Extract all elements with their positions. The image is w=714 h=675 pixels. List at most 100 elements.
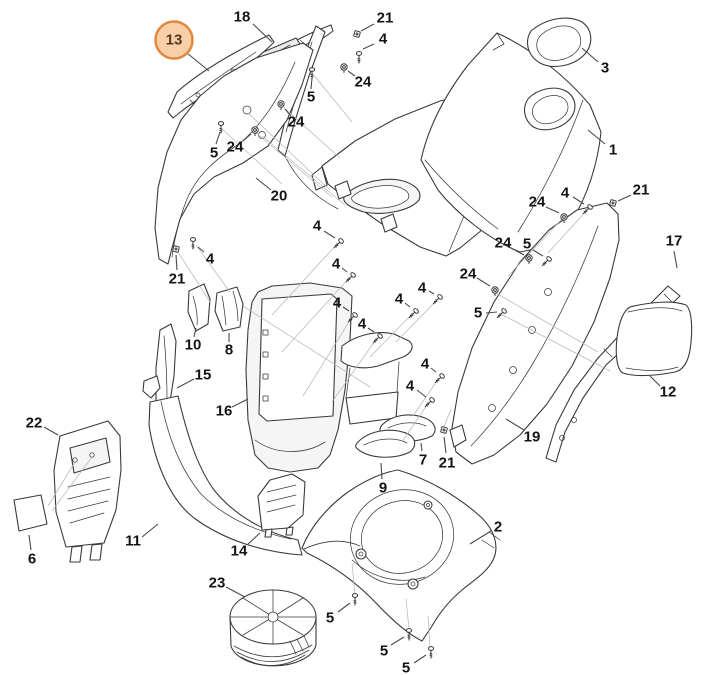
callout-21[interactable]: 21 bbox=[169, 271, 186, 288]
leader-line bbox=[505, 418, 525, 431]
leader-line bbox=[175, 254, 178, 271]
callout-24[interactable]: 24 bbox=[227, 139, 244, 156]
screw-shaft bbox=[496, 312, 503, 319]
screw-thread bbox=[336, 243, 339, 247]
callout-5[interactable]: 5 bbox=[307, 89, 315, 106]
callout-12[interactable]: 12 bbox=[660, 384, 677, 401]
callout-5[interactable]: 5 bbox=[380, 643, 388, 660]
callout-4[interactable]: 4 bbox=[561, 185, 570, 202]
callout-1[interactable]: 1 bbox=[609, 142, 617, 159]
screw-thread bbox=[219, 128, 223, 130]
part-6-plate-drawing bbox=[13, 494, 48, 532]
construction-line bbox=[242, 305, 371, 388]
screw-shaft bbox=[347, 316, 354, 323]
nut-icon bbox=[277, 100, 285, 110]
callout-14[interactable]: 14 bbox=[231, 543, 248, 560]
screw-shaft bbox=[432, 298, 439, 305]
leader-line bbox=[485, 311, 498, 314]
leader-line bbox=[380, 462, 383, 480]
screw-icon bbox=[189, 237, 197, 250]
callout-4[interactable]: 4 bbox=[206, 251, 215, 268]
leader-line bbox=[225, 586, 246, 598]
callout-5[interactable]: 5 bbox=[326, 610, 334, 627]
callout-22[interactable]: 22 bbox=[26, 415, 43, 432]
screw-icon bbox=[582, 204, 593, 215]
screw-icon bbox=[541, 256, 552, 267]
screw-thread bbox=[407, 635, 411, 637]
highlighted-callout-13[interactable]: 13 bbox=[166, 32, 183, 49]
construction-line bbox=[401, 401, 430, 443]
leader-line bbox=[430, 367, 437, 373]
screw-head bbox=[377, 333, 383, 339]
callout-10[interactable]: 10 bbox=[185, 337, 202, 354]
callout-5[interactable]: 5 bbox=[210, 145, 218, 162]
construction-line bbox=[405, 598, 410, 630]
callout-19[interactable]: 19 bbox=[524, 429, 541, 446]
part-2-fender-drawing bbox=[301, 469, 501, 642]
callout-2[interactable]: 2 bbox=[494, 519, 502, 536]
leader-line bbox=[186, 52, 210, 72]
screw-shaft bbox=[582, 208, 589, 215]
part-1-hood-top-drawing bbox=[420, 32, 602, 253]
callout-5[interactable]: 5 bbox=[523, 236, 531, 253]
callout-24[interactable]: 24 bbox=[288, 114, 305, 131]
callout-15[interactable]: 15 bbox=[195, 367, 212, 384]
screw-head bbox=[308, 67, 316, 72]
part-14-louver-plate-drawing bbox=[257, 473, 306, 538]
highlight-circle[interactable] bbox=[154, 20, 194, 60]
construction-line bbox=[281, 276, 351, 353]
callout-24[interactable]: 24 bbox=[355, 74, 372, 91]
screw-thread bbox=[407, 637, 411, 639]
part-11-bumper-drawing bbox=[142, 375, 303, 556]
nut-hole bbox=[253, 128, 257, 132]
leader-line bbox=[362, 43, 375, 50]
callout-24[interactable]: 24 bbox=[495, 235, 512, 252]
nut-hole bbox=[279, 102, 283, 106]
console-dash-drawing bbox=[340, 332, 413, 425]
screw-thread bbox=[585, 209, 588, 213]
screw-thread bbox=[310, 74, 314, 76]
callout-18[interactable]: 18 bbox=[234, 9, 251, 26]
callout-4[interactable]: 4 bbox=[395, 291, 404, 308]
callout-7[interactable]: 7 bbox=[419, 452, 427, 469]
callout-20[interactable]: 20 bbox=[271, 188, 288, 205]
callout-21[interactable]: 21 bbox=[633, 182, 650, 199]
leader-line bbox=[252, 23, 273, 43]
construction-line bbox=[261, 135, 346, 206]
construction-line bbox=[177, 251, 211, 303]
screw-thread bbox=[375, 338, 378, 342]
nut-icon bbox=[560, 213, 568, 223]
callout-21[interactable]: 21 bbox=[377, 10, 394, 27]
callout-8[interactable]: 8 bbox=[225, 342, 233, 359]
callout-3[interactable]: 3 bbox=[601, 60, 609, 77]
callout-4[interactable]: 4 bbox=[313, 218, 322, 235]
part-8-lens-drawing bbox=[214, 286, 244, 332]
callout-24[interactable]: 24 bbox=[460, 266, 477, 283]
callout-4[interactable]: 4 bbox=[421, 356, 430, 373]
leader-line bbox=[390, 636, 405, 646]
callout-4[interactable]: 4 bbox=[379, 31, 388, 48]
screw-thread bbox=[499, 313, 502, 317]
callout-23[interactable]: 23 bbox=[209, 575, 226, 592]
callout-17[interactable]: 17 bbox=[666, 233, 683, 250]
callout-5[interactable]: 5 bbox=[474, 305, 482, 322]
callout-11[interactable]: 11 bbox=[125, 533, 141, 550]
leader-line bbox=[545, 206, 560, 214]
callout-6[interactable]: 6 bbox=[28, 551, 36, 568]
callout-5[interactable]: 5 bbox=[402, 660, 410, 675]
callout-4[interactable]: 4 bbox=[418, 280, 427, 297]
callout-16[interactable]: 16 bbox=[216, 403, 233, 420]
screw-head bbox=[546, 256, 552, 262]
callout-21[interactable]: 21 bbox=[439, 455, 456, 472]
leader-line bbox=[255, 177, 272, 191]
screw-thread bbox=[310, 76, 314, 78]
construction-line bbox=[51, 456, 93, 512]
callout-4[interactable]: 4 bbox=[406, 378, 415, 395]
callout-4[interactable]: 4 bbox=[333, 295, 342, 312]
construction-line bbox=[547, 209, 588, 254]
callout-24[interactable]: 24 bbox=[529, 194, 546, 211]
callout-4[interactable]: 4 bbox=[332, 256, 341, 273]
part-16-console-drawing bbox=[245, 282, 353, 473]
callout-9[interactable]: 9 bbox=[379, 480, 387, 497]
callout-4[interactable]: 4 bbox=[358, 316, 367, 333]
